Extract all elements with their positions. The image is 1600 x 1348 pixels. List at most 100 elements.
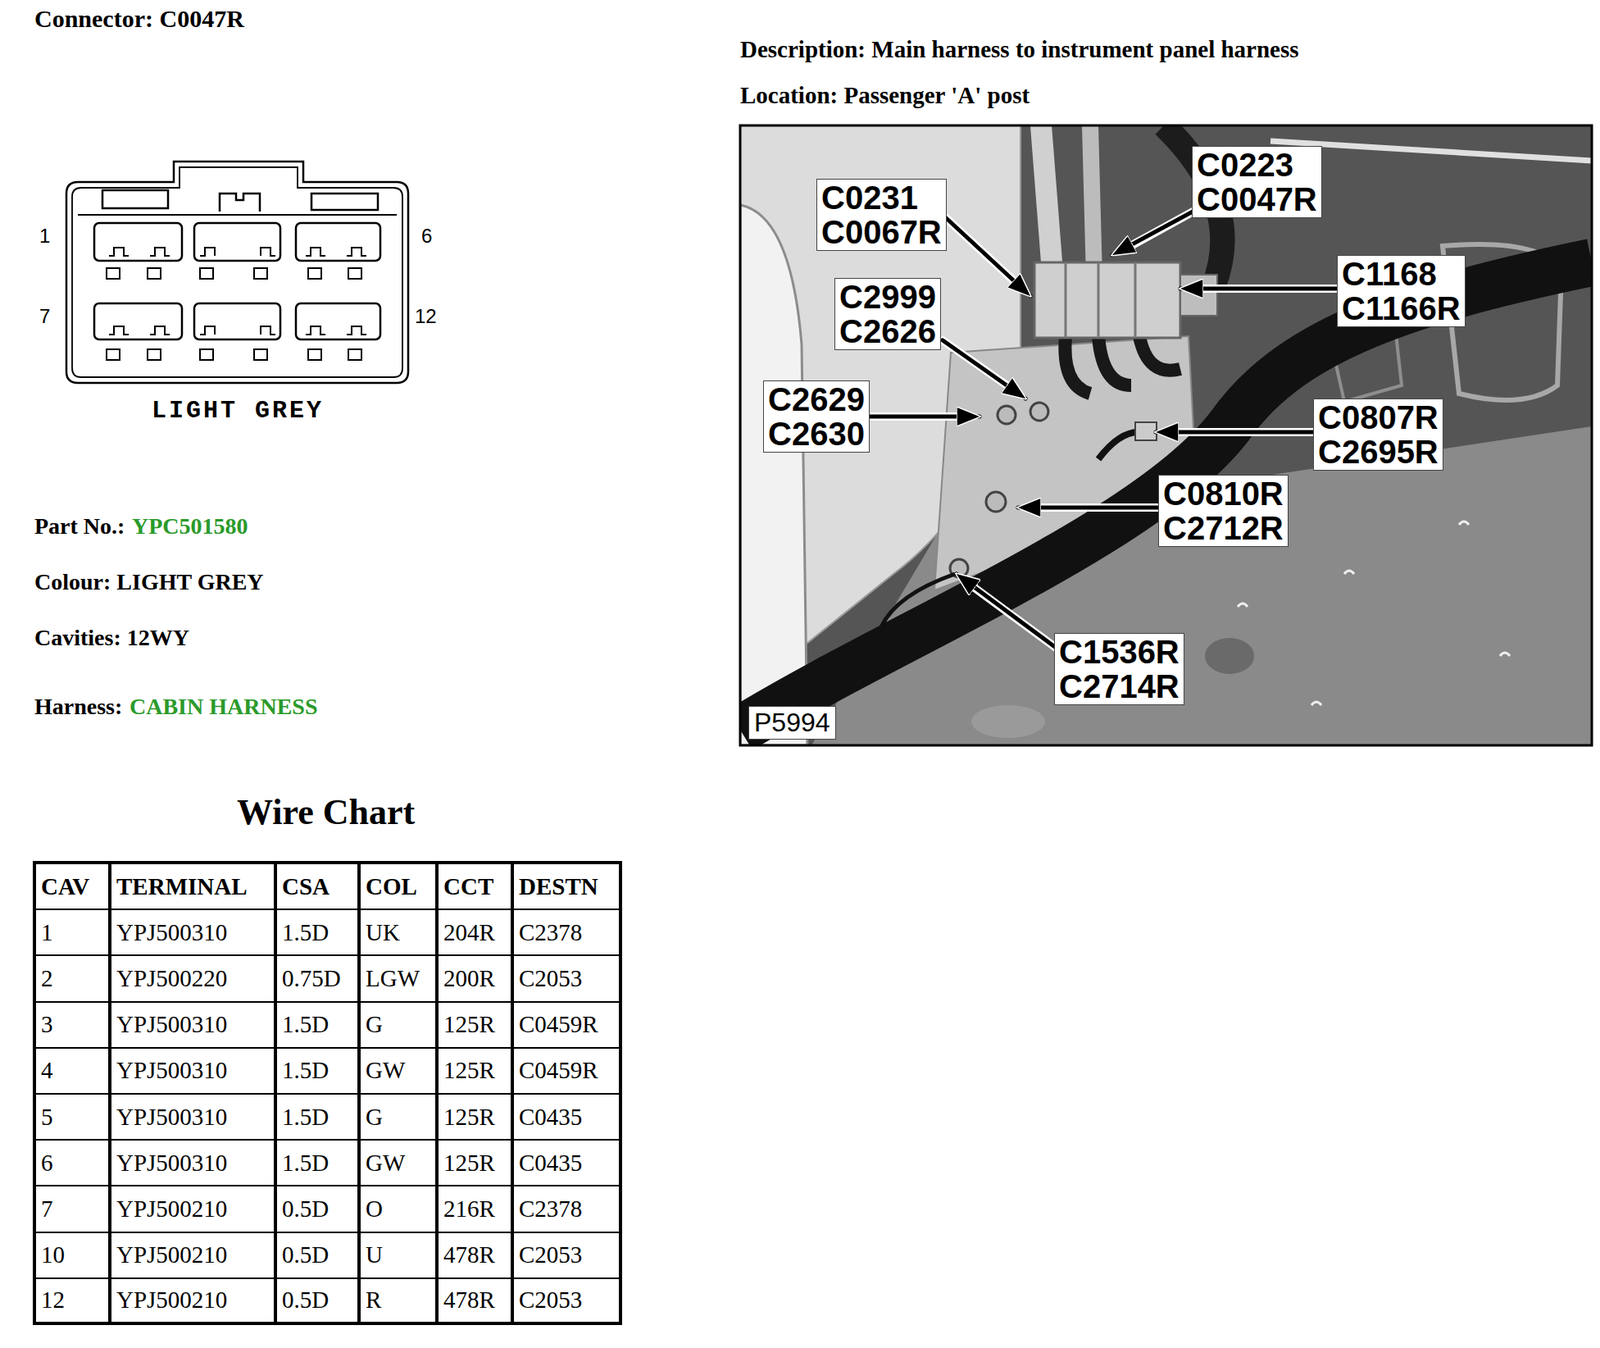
artwork-shape	[77, 213, 397, 216]
table-cell: O	[359, 1184, 437, 1232]
pin-number: 6	[421, 224, 432, 248]
table-value: 125R	[443, 1149, 496, 1177]
table-cell: 125R	[436, 1138, 513, 1187]
artwork-shape	[109, 326, 367, 335]
table-cell: YPJ500310	[109, 1000, 276, 1049]
artwork-shape	[102, 190, 169, 209]
table-value: C0459R	[518, 1010, 599, 1038]
pin-number: 7	[39, 304, 50, 328]
table-value: 0.5D	[281, 1195, 329, 1223]
artwork-shape	[740, 125, 1592, 746]
harness-name: CABIN HARNESS	[129, 693, 319, 720]
artwork-shape	[308, 349, 322, 360]
table-cell: YPJ500210	[109, 1231, 276, 1279]
table-value: YPJ500310	[116, 1056, 228, 1084]
table-cell: 1	[34, 908, 110, 956]
artwork-shape	[956, 573, 1062, 652]
table-value: C0459R	[518, 1056, 599, 1084]
callout-label: C0810R C2712R	[1158, 474, 1289, 547]
table-cell: YPJ500210	[109, 1277, 276, 1323]
table-value: 204R	[443, 918, 496, 946]
table-value: LGW	[365, 964, 420, 992]
table-cell: G	[359, 1092, 437, 1141]
table-value: 2	[40, 964, 54, 992]
illustration-frame	[740, 125, 1592, 746]
table-value: 216R	[443, 1195, 496, 1223]
table-cell: 1.5D	[275, 1138, 360, 1187]
artwork-shape	[740, 204, 808, 746]
table-cell: UK	[359, 908, 437, 956]
table-cell: TERMINAL	[109, 862, 276, 910]
table-value: C0435	[518, 1103, 582, 1131]
table-cell: CSA	[275, 862, 360, 910]
artwork-shape	[194, 222, 281, 261]
table-cell: 200R	[436, 954, 513, 1002]
artwork-shape	[868, 414, 980, 419]
table-value: 1.5D	[281, 1103, 329, 1131]
location-illustration	[740, 125, 1592, 746]
callout-label: C1168 C1166R	[1336, 254, 1466, 328]
field-label: Harness:	[34, 693, 123, 720]
table-cell: 125R	[436, 1092, 513, 1141]
table-cell: YPJ500210	[109, 1184, 276, 1232]
table-cell: C0459R	[512, 1000, 621, 1049]
column-header: CCT	[443, 872, 494, 900]
callout-label: C0807R C2695R	[1313, 398, 1444, 471]
table-cell: C2378	[512, 908, 621, 956]
table-cell: 478R	[436, 1277, 513, 1323]
table-value: 3	[40, 1010, 54, 1038]
table-cell: COL	[359, 862, 437, 910]
table-value: 125R	[443, 1010, 496, 1038]
table-cell: 12	[34, 1277, 110, 1323]
table-cell: 125R	[436, 1000, 513, 1049]
artwork-shape	[868, 204, 1345, 652]
artwork-shape	[106, 268, 362, 360]
artwork-shape	[740, 262, 1592, 730]
artwork-shape	[66, 161, 409, 383]
table-cell: 0.75D	[275, 954, 360, 1002]
table-value: C2053	[518, 1286, 582, 1314]
callout-label: C2629 C2630	[763, 380, 870, 453]
artwork-shape	[986, 491, 1006, 512]
artwork-shape	[942, 340, 1026, 399]
field-label: Colour: LIGHT GREY	[34, 568, 264, 596]
table-value: YPJ500310	[116, 1010, 228, 1038]
table-cell: GW	[359, 1046, 437, 1095]
table-value: C2378	[518, 918, 582, 946]
table-cell: C2053	[512, 1277, 621, 1323]
table-cell: C2053	[512, 954, 621, 1002]
connector-face	[66, 161, 409, 383]
artwork-shape	[311, 193, 378, 210]
table-cell: 1.5D	[275, 1092, 360, 1141]
table-value: G	[365, 1010, 383, 1038]
field-label: Cavities: 12WY	[34, 624, 190, 651]
table-cell: C0435	[512, 1138, 621, 1187]
table-cell: 216R	[436, 1184, 513, 1232]
callout-label: C0231 C0067R	[816, 178, 947, 251]
table-cell: 4	[34, 1046, 110, 1095]
table-value: UK	[365, 918, 400, 946]
table-value: O	[365, 1195, 383, 1223]
table-value: U	[365, 1240, 383, 1269]
artwork-shape	[971, 704, 1046, 738]
table-frame	[34, 862, 621, 1323]
table-cell: YPJ500310	[109, 908, 276, 956]
table-cell: 10	[34, 1231, 110, 1279]
artwork-shape	[348, 349, 362, 360]
table-value: R	[365, 1286, 382, 1314]
table-cell: YPJ500310	[109, 1138, 276, 1187]
table-cell: YPJ500220	[109, 954, 276, 1002]
artwork-shape	[1064, 336, 1181, 394]
table-value: C2378	[518, 1195, 582, 1223]
table-value: 1.5D	[281, 1010, 329, 1038]
table-cell: 0.5D	[275, 1231, 360, 1279]
table-cell: 0.5D	[275, 1184, 360, 1232]
table-value: YPJ500210	[116, 1240, 228, 1269]
table-title: Wire Chart	[236, 791, 415, 834]
artwork-shape	[1204, 637, 1255, 674]
callout-label: C0223 C0047R	[1191, 145, 1323, 219]
artwork-shape	[1180, 274, 1218, 316]
table-cell: 6	[34, 1138, 110, 1187]
table-value: 1	[40, 918, 54, 946]
